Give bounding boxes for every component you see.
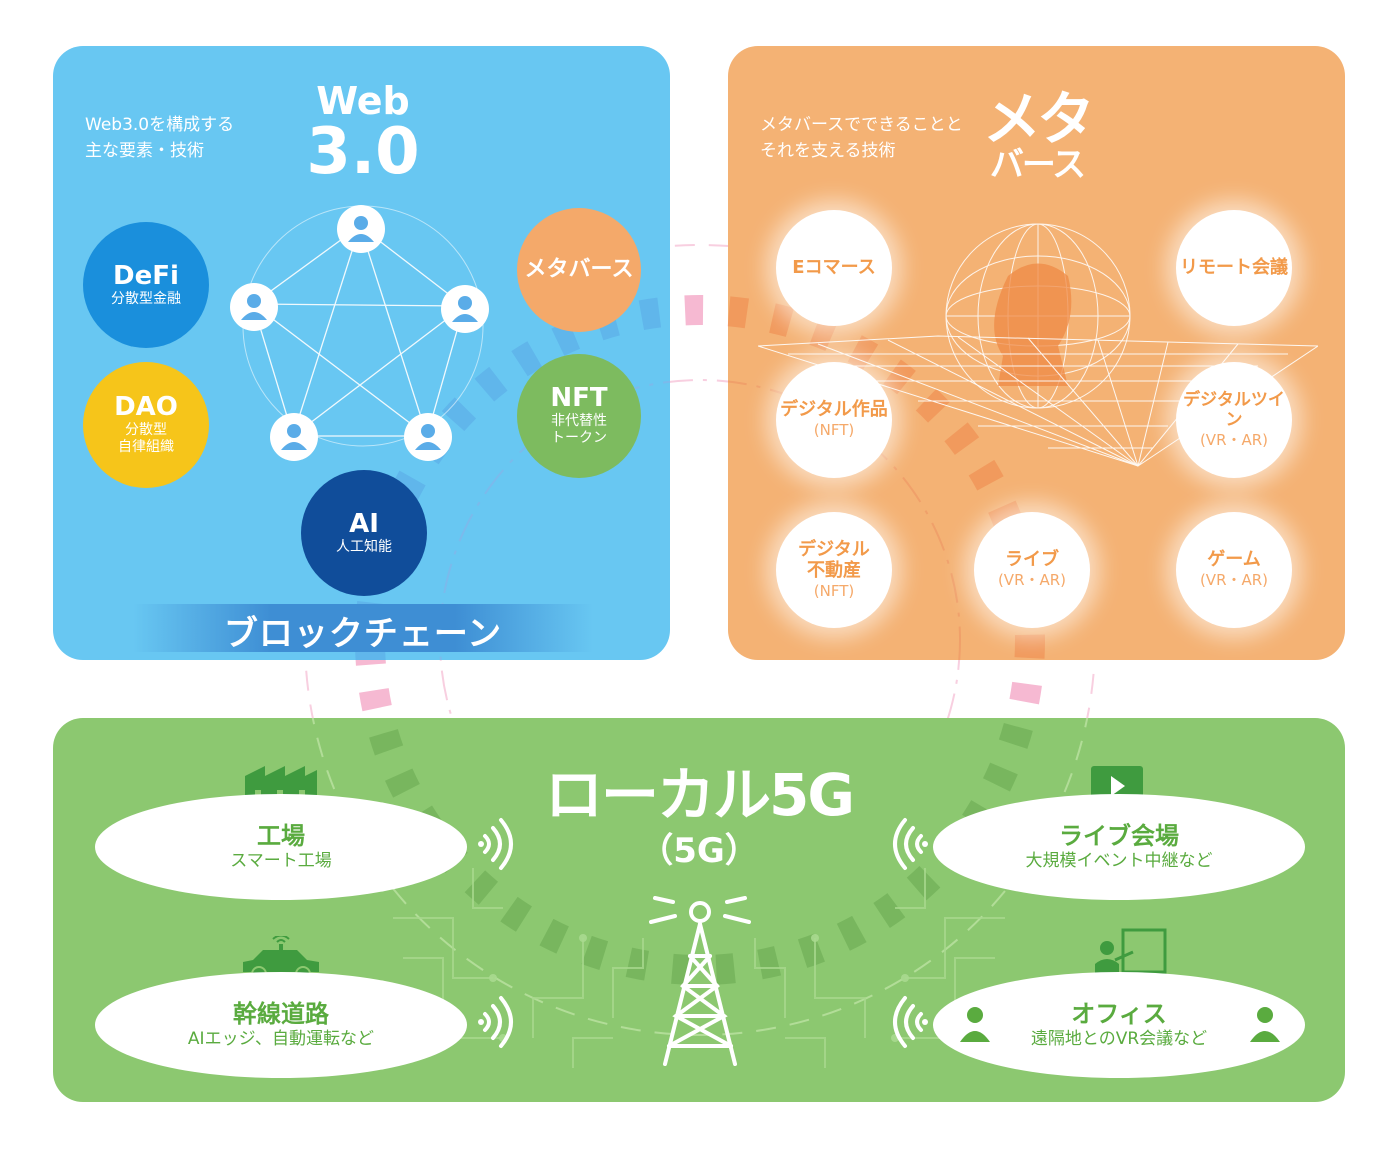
live-venue-label: ライブ会場 — [1059, 821, 1179, 850]
web3-intro-line2: 主な要素・技術 — [85, 141, 204, 161]
metaverse-label: メタバース — [524, 256, 634, 282]
factory-sub: スマート工場 — [230, 851, 332, 872]
meta-intro-line1: メタバースでできることと — [760, 115, 963, 135]
dao-sub1: 分散型 — [125, 421, 167, 438]
nft-label: NFT — [550, 383, 608, 414]
digital-twin-sub: (VR・AR) — [1199, 430, 1269, 449]
blockchain-label: ブロックチェーン — [223, 614, 503, 654]
user-node-icon — [441, 285, 489, 333]
nft-circle: NFT 非代替性 トークン — [517, 354, 641, 478]
dao-label: DAO — [114, 392, 178, 423]
meta-title-line1: メタ — [982, 85, 1095, 153]
metaverse-panel: メタバースでできることと それを支える技術 メタ バース — [728, 46, 1345, 660]
digital-realestate-label1: デジタル — [798, 538, 870, 560]
web3-intro-line1: Web3.0を構成する — [85, 115, 235, 135]
user-node-icon — [270, 413, 318, 461]
ai-sub: 人工知能 — [336, 538, 392, 555]
game-sub: (VR・AR) — [1199, 571, 1269, 590]
digital-art-circle: デジタル作品 (NFT) — [776, 362, 892, 478]
nft-sub2: トークン — [551, 430, 607, 447]
factory-ellipse: 工場 スマート工場 — [95, 794, 467, 900]
remote-meeting-circle: リモート会議 — [1176, 210, 1292, 326]
web3-title-line1: Web — [316, 79, 410, 123]
live-vr-label: ライブ — [1005, 549, 1059, 571]
circuit-background — [311, 718, 1089, 1068]
game-label: ゲーム — [1207, 549, 1261, 571]
road-label: 幹線道路 — [233, 999, 329, 1028]
web3-panel: Web3.0を構成する 主な要素・技術 Web 3.0 DeFi 分散型金融 D… — [53, 46, 670, 660]
dao-circle: DAO 分散型 自律組織 — [83, 362, 209, 488]
digital-realestate-sub: (NFT) — [813, 581, 855, 600]
local5g-subtitle: （5G） — [639, 831, 759, 871]
game-circle: ゲーム (VR・AR) — [1176, 512, 1292, 628]
meta-intro: メタバースでできることと それを支える技術 — [760, 112, 963, 164]
road-sub: AIエッジ、自動運転など — [187, 1029, 375, 1050]
user-node-icon — [404, 413, 452, 461]
person-icon — [960, 1007, 990, 1042]
live-vr-circle: ライブ (VR・AR) — [974, 512, 1090, 628]
user-node-icon — [337, 205, 385, 253]
blockchain-bar — [133, 604, 593, 652]
meta-bg-arcs — [728, 296, 1045, 660]
local5g-panel: ローカル5G （5G） 工場 スマート工場 — [53, 718, 1345, 1102]
web3-intro: Web3.0を構成する 主な要素・技術 — [85, 112, 234, 164]
digital-art-label: デジタル作品 — [780, 399, 888, 421]
metaverse-circle: メタバース — [517, 208, 641, 332]
digital-twin-circle: デジタルツイン (VR・AR) — [1176, 362, 1292, 478]
digital-realestate-label2: 不動産 — [807, 560, 861, 582]
road-ellipse: 幹線道路 AIエッジ、自動運転など — [95, 972, 467, 1078]
office-sub: 遠隔地とのVR会議など — [1030, 1029, 1208, 1050]
digital-art-sub: (NFT) — [813, 421, 855, 440]
digital-realestate-circle: デジタル 不動産 (NFT) — [776, 512, 892, 628]
live-vr-sub: (VR・AR) — [997, 571, 1067, 590]
factory-label: 工場 — [257, 821, 305, 850]
person-icon — [1250, 1007, 1280, 1042]
user-node-icon — [230, 283, 278, 331]
live-venue-ellipse: ライブ会場 大規模イベント中継など — [933, 794, 1305, 900]
office-label: オフィス — [1071, 999, 1167, 1028]
ai-circle: AI 人工知能 — [301, 470, 427, 596]
remote-meeting-label: リモート会議 — [1180, 257, 1288, 279]
nft-sub1: 非代替性 — [551, 412, 607, 429]
wifi-signal-icon — [478, 818, 513, 870]
wireframe-sphere-grid — [758, 223, 1318, 467]
defi-sub: 分散型金融 — [111, 290, 181, 307]
office-ellipse: オフィス 遠隔地とのVR会議など — [933, 972, 1305, 1078]
presenter-icon — [1095, 928, 1167, 976]
meta-title-line2: バース — [989, 145, 1086, 185]
wifi-signal-icon — [478, 996, 513, 1048]
wifi-signal-icon — [893, 996, 928, 1048]
local5g-title: ローカル5G — [545, 761, 855, 829]
web3-title-line2: 3.0 — [306, 115, 420, 189]
defi-circle: DeFi 分散型金融 — [83, 222, 209, 348]
dao-sub2: 自律組織 — [118, 439, 174, 456]
ai-label: AI — [349, 508, 379, 539]
ecommerce-circle: Eコマース — [776, 210, 892, 326]
digital-twin-label: デジタルツイン — [1183, 389, 1285, 431]
live-venue-sub: 大規模イベント中継など — [1025, 851, 1213, 872]
defi-label: DeFi — [113, 260, 179, 291]
meta-intro-line2: それを支える技術 — [760, 141, 896, 161]
antenna-tower-icon — [649, 896, 751, 1066]
ecommerce-label: Eコマース — [792, 257, 876, 279]
wifi-signal-icon — [893, 818, 928, 870]
